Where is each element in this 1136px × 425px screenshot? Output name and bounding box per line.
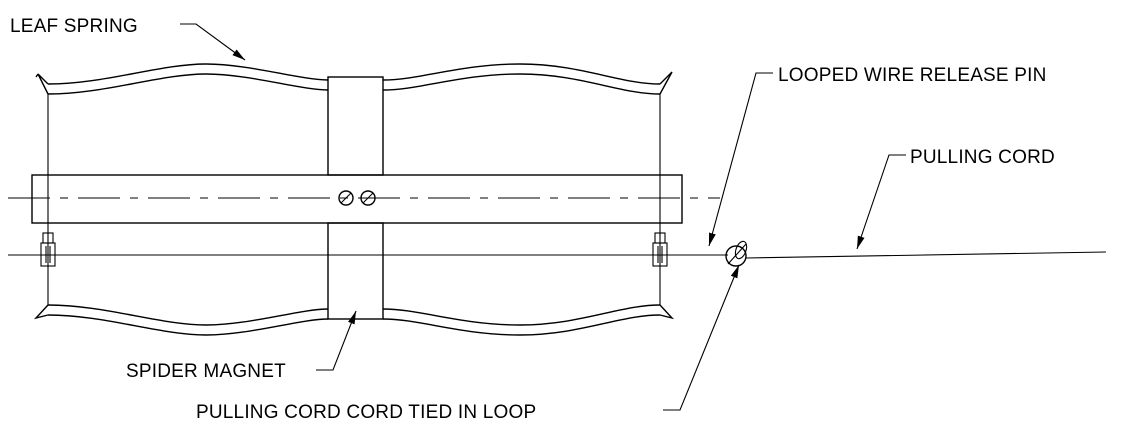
pulling-cord-label: PULLING CORD xyxy=(910,147,1055,168)
release-pin-loop xyxy=(725,240,748,267)
looped-wire-release-pin-label: LOOPED WIRE RELEASE PIN xyxy=(778,65,1047,86)
horizontal-bar xyxy=(31,174,683,224)
leaf-spring-label: LEAF SPRING xyxy=(10,16,138,37)
lower-leaf-spring xyxy=(33,304,675,336)
left-wire-clip xyxy=(40,232,56,267)
screws xyxy=(338,190,376,206)
upper-leaf-spring xyxy=(35,63,673,95)
pulling-cord-tied-in-loop-label: PULLING CORD CORD TIED IN LOOP xyxy=(196,402,536,423)
leader-lines xyxy=(180,23,906,411)
right-wire-clip xyxy=(652,232,668,267)
spider-magnet-label: SPIDER MAGNET xyxy=(126,361,286,382)
pulling-cord-line xyxy=(745,251,1107,259)
